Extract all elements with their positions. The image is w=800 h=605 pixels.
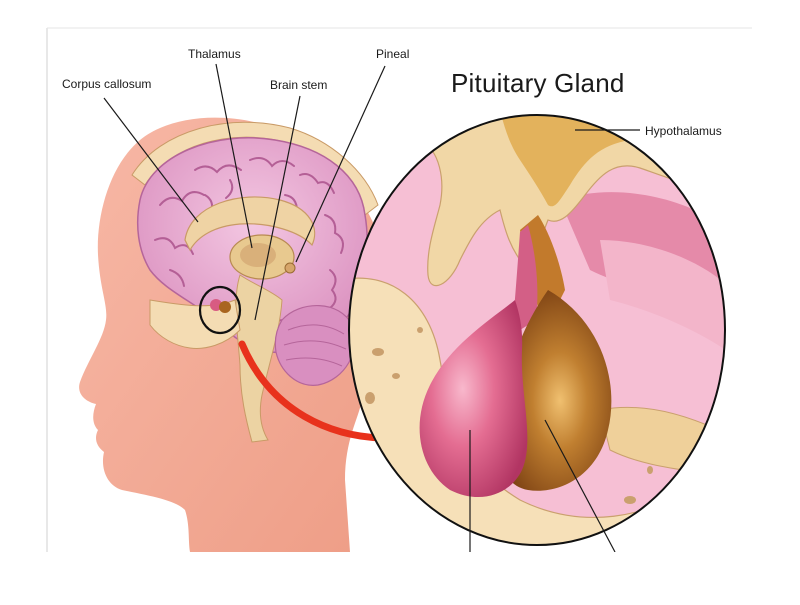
label-corpus-callosum: Corpus callosum [62, 77, 152, 91]
label-thalamus: Thalamus [188, 47, 241, 61]
cerebellum-lines [283, 324, 347, 367]
leader-lines [103, 63, 640, 553]
mini-pituitary-posterior [219, 301, 231, 313]
pituitary-highlight-circle [198, 285, 242, 335]
label-pineal: Pineal [376, 47, 410, 61]
magnified-view-border [348, 114, 726, 546]
diagram-title: Pituitary Gland [451, 68, 625, 98]
skull-bone [131, 121, 379, 216]
thalamus-inner [240, 243, 276, 267]
magnified-view [349, 115, 725, 545]
label-brain-stem: Brain stem [270, 78, 328, 92]
skull-base [149, 299, 241, 349]
red-arrow [238, 340, 399, 442]
cerebellum [274, 305, 356, 386]
mini-pituitary [210, 299, 222, 311]
bottom-margin [0, 552, 800, 600]
brain-stem [235, 274, 283, 443]
anterior-lobe [419, 300, 528, 498]
pineal [284, 262, 296, 274]
label-hypothalamus: Hypothalamus [645, 124, 722, 138]
corpus-callosum [184, 196, 316, 252]
